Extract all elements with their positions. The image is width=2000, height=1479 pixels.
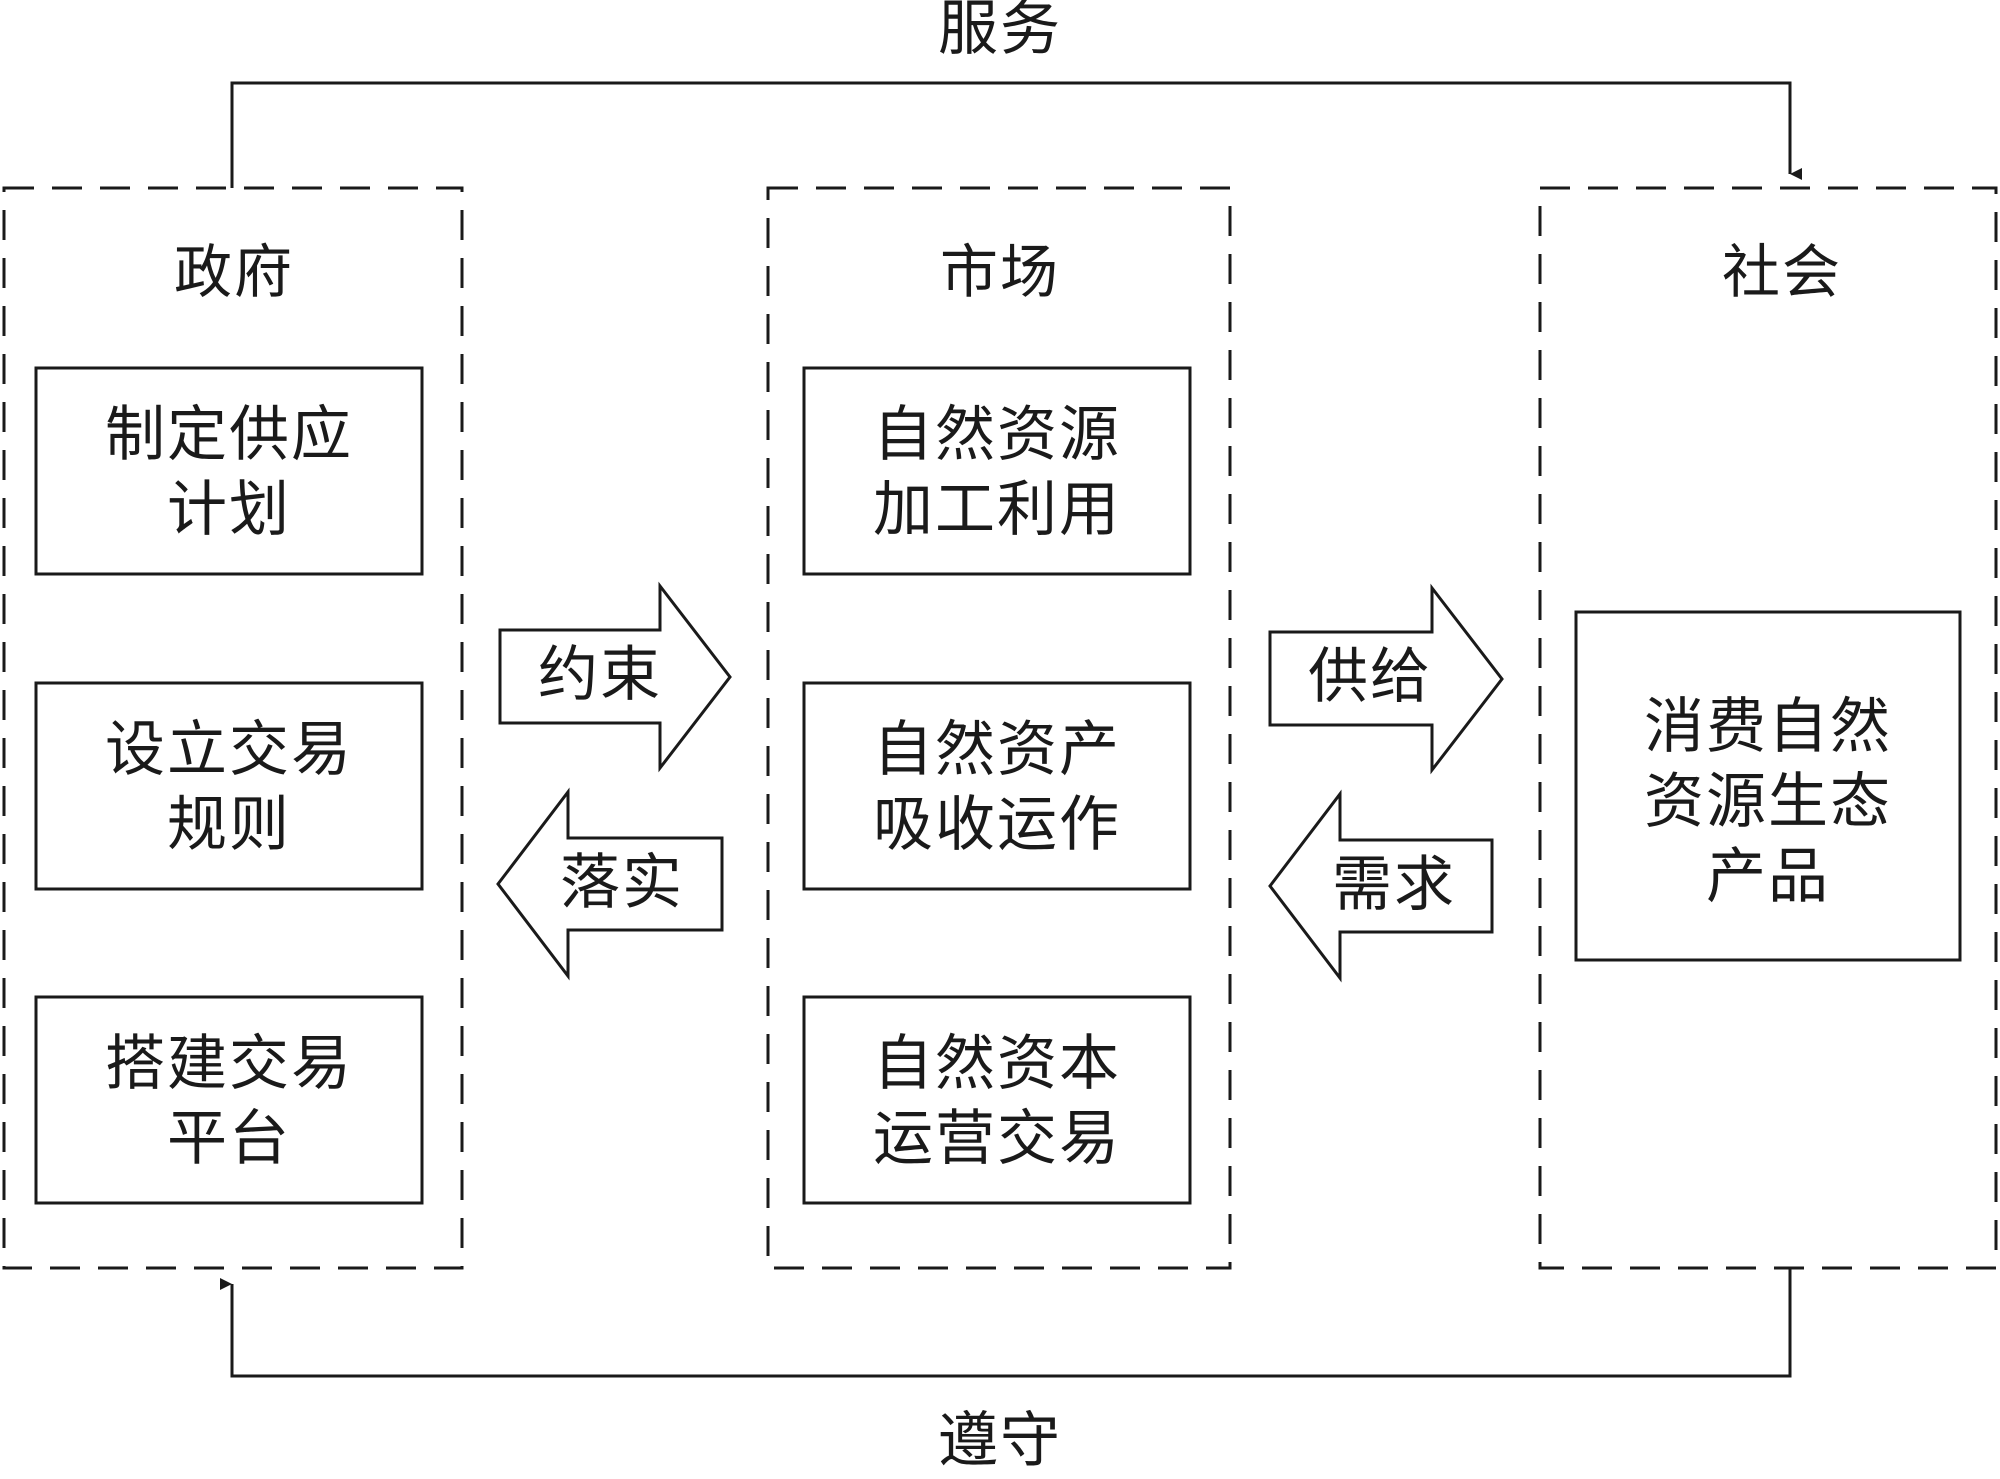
demand-arrow	[1268, 789, 1494, 983]
market-group	[766, 186, 1232, 1270]
service-connector	[230, 81, 1802, 188]
gov-box-2-text: 设立交易 规则	[105, 715, 353, 860]
market-title: 市场	[939, 238, 1060, 306]
gov-box-3	[34, 995, 424, 1205]
implement-arrow	[496, 787, 724, 981]
market-box-1	[802, 366, 1192, 576]
comply-connector	[220, 1268, 1792, 1378]
market-box-3	[802, 995, 1192, 1205]
constraint-label: 约束	[538, 640, 662, 710]
constraint-arrow	[498, 581, 732, 773]
society-box-1-text: 消费自然 资源生态 产品	[1644, 692, 1892, 912]
gov-box-1	[34, 366, 424, 576]
comply-label: 遵守	[938, 1406, 1062, 1476]
gov-box-1-text: 制定供应 计划	[105, 400, 353, 545]
market-box-1-text: 自然资源 加工利用	[873, 400, 1121, 545]
demand-label: 需求	[1332, 850, 1456, 920]
market-box-2	[802, 681, 1192, 891]
supply-label: 供给	[1308, 642, 1432, 712]
market-box-3-text: 自然资本 运营交易	[873, 1029, 1121, 1174]
society-title: 社会	[1721, 238, 1842, 306]
implement-label: 落实	[560, 848, 684, 918]
government-title: 政府	[173, 238, 294, 306]
market-box-2-text: 自然资产 吸收运作	[873, 715, 1121, 860]
society-box-1	[1574, 610, 1962, 962]
service-label: 服务	[938, 0, 1062, 64]
gov-box-3-text: 搭建交易 平台	[105, 1029, 353, 1174]
gov-box-2	[34, 681, 424, 891]
supply-arrow	[1268, 583, 1504, 775]
